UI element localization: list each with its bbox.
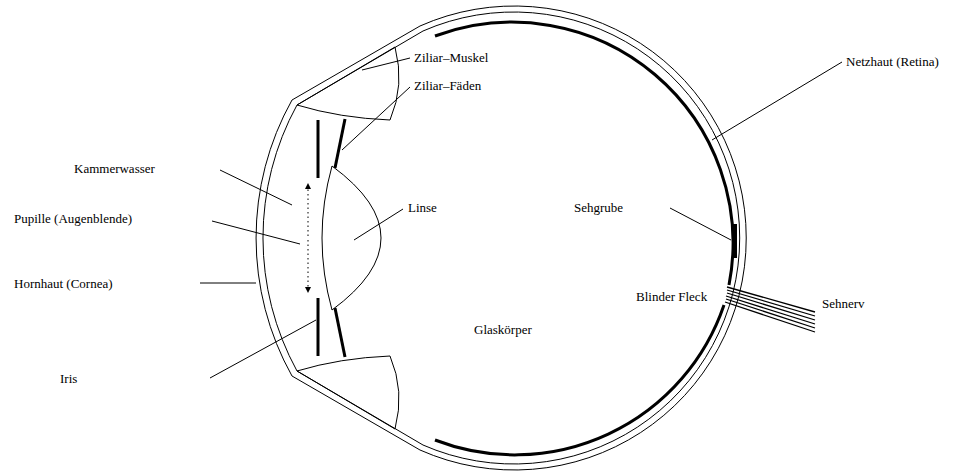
part-label: Hornhaut (Cornea) [14,276,113,291]
part-label: Blinder Fleck [636,289,707,304]
part-label: Kammerwasser [74,161,155,176]
part-label: Ziliar–Muskel [414,50,488,65]
part-label: Sehnerv [822,296,865,311]
part-label: Glaskörper [474,322,532,337]
part-label: Linse [408,200,437,215]
part-label: Ziliar–Fäden [414,78,481,93]
part-label: Sehgrube [574,200,623,215]
part-label: Pupille (Augenblende) [14,211,132,226]
part-label: Iris [60,371,77,386]
part-label: Netzhaut (Retina) [846,54,939,69]
